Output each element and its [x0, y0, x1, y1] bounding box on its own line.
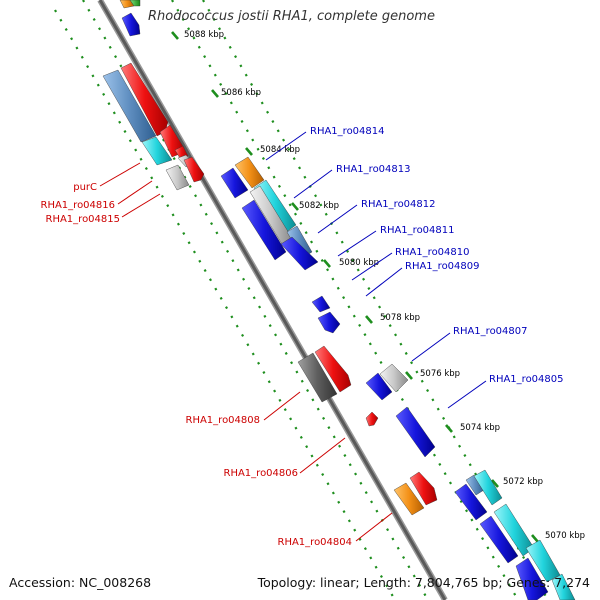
- gene-blue-small-1[interactable]: [311, 295, 331, 313]
- tick-label-5070: 5070 kbp: [545, 531, 585, 541]
- gene-label-ro04813[interactable]: RHA1_ro04813: [336, 164, 411, 175]
- gene-label-ro04805[interactable]: RHA1_ro04805: [489, 374, 564, 385]
- gene-label-purC[interactable]: purC: [73, 182, 97, 193]
- gene-label-ro04809[interactable]: RHA1_ro04809: [405, 261, 480, 272]
- tick-label-5088: 5088 kbp: [184, 30, 224, 40]
- gene-label-ro04816[interactable]: RHA1_ro04816: [41, 200, 116, 211]
- gene-blue-small-2[interactable]: [317, 311, 341, 334]
- gene-ro04806[interactable]: [365, 411, 379, 427]
- gene-label-ro04814[interactable]: RHA1_ro04814: [310, 126, 385, 137]
- gene-red-lower[interactable]: [409, 471, 438, 506]
- gene-ro04816[interactable]: [165, 164, 190, 191]
- leader-ro04806: [299, 437, 346, 474]
- leader-ro04813: [293, 169, 333, 199]
- track-guides: [54, 0, 549, 600]
- gene-blue-lower-1[interactable]: [454, 483, 488, 521]
- leader-ro04805: [447, 380, 487, 409]
- leader-purC: [99, 162, 141, 187]
- gene-steel-large[interactable]: [102, 69, 157, 143]
- tick-label-5072: 5072 kbp: [503, 477, 543, 487]
- tick-label-5082: 5082 kbp: [299, 201, 339, 211]
- gene-ro04808[interactable]: [314, 345, 352, 393]
- leader-ro04814: [265, 131, 307, 161]
- gene-top-partial-blue[interactable]: [121, 12, 141, 37]
- tick-label-5074: 5074 kbp: [460, 423, 500, 433]
- label-leaders: [99, 131, 487, 542]
- leader-ro04804: [355, 512, 393, 542]
- tick-label-5078: 5078 kbp: [380, 313, 420, 323]
- leader-ro04808: [263, 391, 301, 421]
- scale-ticks: [171, 31, 539, 543]
- gene-label-ro04811[interactable]: RHA1_ro04811: [380, 225, 455, 236]
- tick-label-5080: 5080 kbp: [339, 258, 379, 268]
- gene-label-ro04804[interactable]: RHA1_ro04804: [278, 537, 353, 548]
- gene-red-left-3[interactable]: [183, 156, 205, 183]
- tick-label-5086: 5086 kbp: [221, 88, 261, 98]
- gene-ro04814[interactable]: [234, 156, 265, 189]
- genome-summary-text: Topology: linear; Length: 7,804,765 bp; …: [257, 575, 590, 590]
- accession-text: Accession: NC_008268: [9, 575, 152, 590]
- gene-blue-lower-3[interactable]: [515, 557, 549, 600]
- gene-labels: purC RHA1_ro04816 RHA1_ro04815 RHA1_ro04…: [41, 126, 564, 548]
- genome-title: Rhodococcus jostii RHA1, complete genome: [148, 9, 435, 24]
- gene-label-ro04810[interactable]: RHA1_ro04810: [395, 247, 470, 258]
- leader-ro04816: [117, 180, 153, 205]
- gene-ro04811[interactable]: [241, 199, 287, 261]
- gene-blue-lower-2[interactable]: [479, 515, 519, 564]
- genome-backbone: [97, 0, 448, 600]
- gene-label-ro04808[interactable]: RHA1_ro04808: [186, 415, 261, 426]
- gene-cyan-lower-1[interactable]: [473, 469, 503, 506]
- gene-label-ro04812[interactable]: RHA1_ro04812: [361, 199, 436, 210]
- leader-ro04809: [365, 267, 403, 297]
- gene-top-partial-green[interactable]: [129, 0, 141, 7]
- leader-ro04815: [121, 193, 161, 218]
- gene-purC[interactable]: [120, 62, 169, 137]
- gene-ro04809[interactable]: [280, 236, 319, 271]
- leader-ro04807: [411, 332, 451, 362]
- gene-cyan-lower-4[interactable]: [551, 573, 576, 600]
- gene-ro04813-blue[interactable]: [220, 167, 249, 199]
- leader-ro04812: [317, 204, 358, 234]
- gene-cyan-left[interactable]: [141, 136, 173, 166]
- scale-tick-labels: 5088 kbp 5086 kbp 5084 kbp 5082 kbp 5080…: [184, 30, 585, 541]
- gene-ro04808-dark[interactable]: [297, 352, 338, 403]
- gene-blue-mid-1[interactable]: [365, 372, 393, 401]
- gene-label-ro04815[interactable]: RHA1_ro04815: [46, 214, 121, 225]
- leader-ro04810: [351, 252, 393, 281]
- track-guide-outer-left: [54, 9, 396, 600]
- gene-label-ro04806[interactable]: RHA1_ro04806: [224, 468, 299, 479]
- gene-ro04807[interactable]: [379, 363, 409, 393]
- gene-ro04804[interactable]: [393, 482, 425, 516]
- gene-ro04805[interactable]: [395, 406, 436, 458]
- tick-label-5076: 5076 kbp: [420, 369, 460, 379]
- leader-ro04811: [337, 230, 377, 257]
- genes: [102, 0, 576, 600]
- gene-label-ro04807[interactable]: RHA1_ro04807: [453, 326, 528, 337]
